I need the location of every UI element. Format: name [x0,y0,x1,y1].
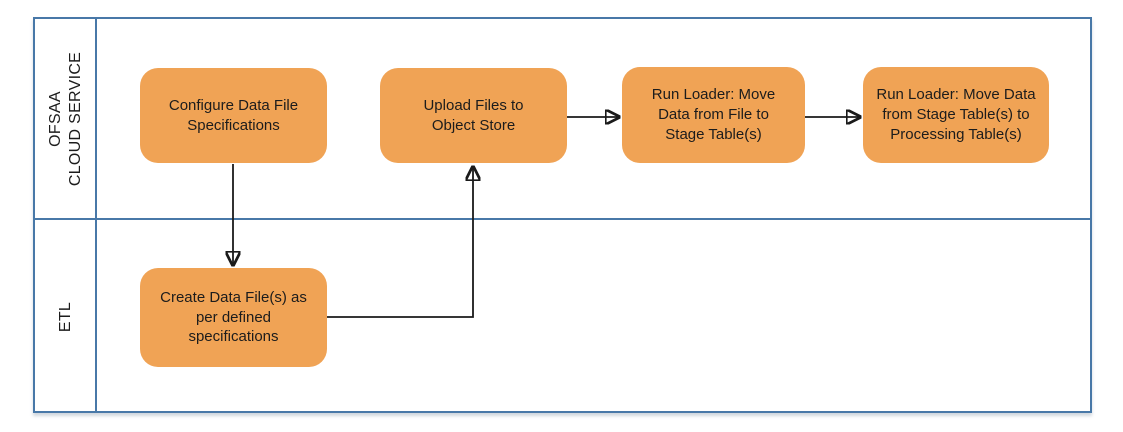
node-run-loader-file-to-stage: Run Loader: Move Data from File to Stage… [622,67,805,163]
lane-label-etl: ETL [56,302,76,332]
lane-divider [35,218,1090,220]
node-label: Run Loader: Move Data from File to Stage… [651,86,776,143]
node-label: Configure Data File Specifications [168,96,299,134]
swimlane-frame: OFSAA CLOUD SERVICE ETL [33,17,1092,413]
lane-label-line: CLOUD SERVICE [67,51,84,187]
lane-label-line: OFSAA [47,91,64,147]
node-label: Run Loader: Move Data from Stage Table(s… [876,86,1036,143]
node-create-data-files: Create Data File(s) as per defined speci… [140,268,327,367]
node-configure-data-file-specifications: Configure Data File Specifications [140,68,327,163]
node-run-loader-stage-to-processing: Run Loader: Move Data from Stage Table(s… [863,67,1049,163]
lane-label-column [35,19,97,411]
lane-label-line: ETL [57,301,74,333]
lane-label-ofsaa-cloud-service: OFSAA CLOUD SERVICE [46,52,86,186]
node-upload-files-to-object-store: Upload Files to Object Store [380,68,567,163]
node-label: Upload Files to Object Store [423,96,524,134]
node-label: Create Data File(s) as per defined speci… [160,288,307,346]
